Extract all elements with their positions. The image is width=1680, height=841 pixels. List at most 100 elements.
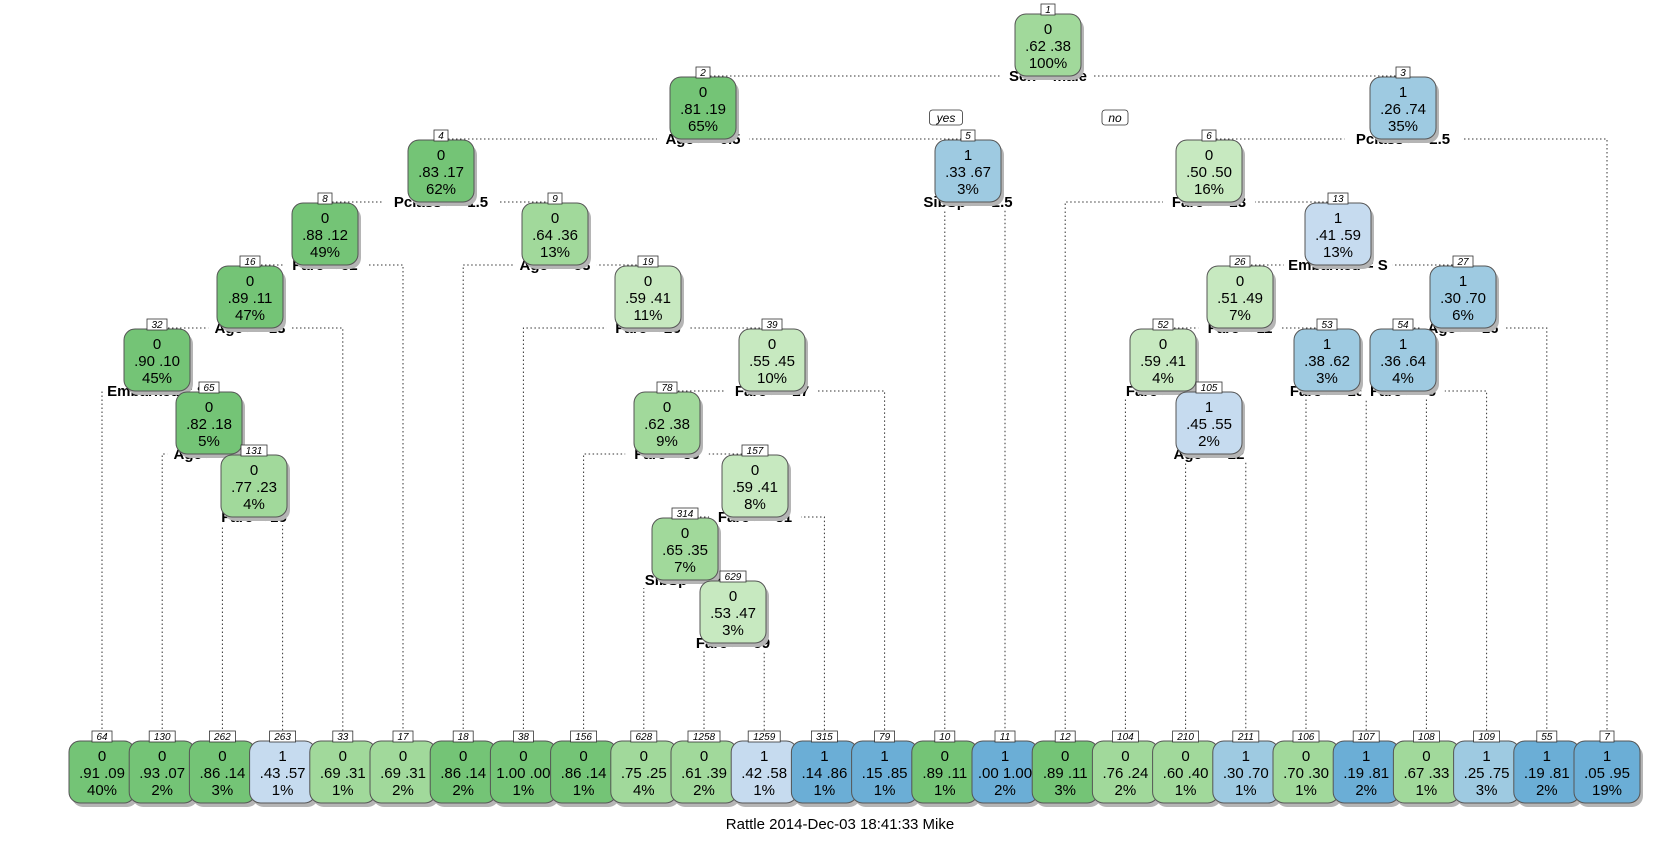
node-class: 0 (681, 525, 689, 542)
node-class: 1 (880, 748, 888, 765)
node-id-tag (637, 255, 659, 268)
node-id: 4 (438, 131, 444, 142)
node-percentage: 4% (1152, 370, 1174, 387)
node-id: 629 (725, 572, 742, 583)
node-id-tag (1327, 192, 1349, 205)
node-percentage: 10% (757, 370, 787, 387)
node-id: 3 (1400, 68, 1406, 79)
node-percentage: 16% (1194, 181, 1224, 198)
node-percentage: 3% (1316, 370, 1338, 387)
node-probabilities: .86 .14 (561, 765, 607, 782)
node-id-tag (1112, 730, 1139, 743)
node-percentage: 1% (874, 782, 896, 799)
leaf-node: 551.19 .812% (1513, 730, 1583, 807)
node-id-tag (547, 192, 563, 205)
node-percentage: 1% (1175, 782, 1197, 799)
node-probabilities: .70 .30 (1283, 765, 1329, 782)
node-probabilities: .19 .81 (1343, 765, 1389, 782)
node-probabilities: .60 .40 (1163, 765, 1209, 782)
node-id: 210 (1176, 732, 1194, 743)
node-id-tag (1392, 318, 1414, 331)
node-class: 1 (964, 147, 972, 164)
node-probabilities: .45 .55 (1186, 416, 1232, 433)
leaf-node: 111.00 1.002% (971, 730, 1041, 807)
node-probabilities: .62 .38 (644, 416, 690, 433)
node-probabilities: .81 .19 (680, 101, 726, 118)
node-id-tag (994, 730, 1016, 743)
node-percentage: 1% (1416, 782, 1438, 799)
node-class: 1 (1323, 336, 1331, 353)
node-id: 628 (635, 732, 652, 743)
node-id: 16 (244, 257, 256, 268)
tree-node: 520.59 .414% (1129, 318, 1199, 395)
node-id-tag (148, 730, 176, 743)
node-id: 107 (1358, 732, 1375, 743)
tree-edge (1185, 453, 1247, 741)
node-class: 1 (1334, 210, 1342, 227)
node-percentage: 1% (332, 782, 354, 799)
node-id: 79 (879, 732, 891, 743)
node-percentage: 2% (994, 782, 1016, 799)
node-class: 1 (820, 748, 828, 765)
tree-edge (1305, 390, 1367, 741)
node-percentage: 5% (198, 433, 220, 450)
node-percentage: 2% (151, 782, 173, 799)
node-id: 1 (1045, 5, 1051, 16)
footer-caption: Rattle 2014-Dec-03 18:41:33 Mike (725, 816, 955, 833)
node-percentage: 47% (235, 307, 265, 324)
node-class: 0 (1061, 748, 1069, 765)
node-probabilities: .42 .58 (741, 765, 787, 782)
node-id-tag (656, 381, 678, 394)
node-percentage: 13% (1323, 244, 1353, 261)
node-probabilities: .30 .70 (1440, 290, 1486, 307)
node-class: 0 (437, 147, 445, 164)
node-percentage: 1% (814, 782, 836, 799)
node-probabilities: .69 .31 (320, 765, 366, 782)
node-percentage: 100% (1029, 55, 1067, 72)
node-percentage: 1% (753, 782, 775, 799)
tree-edge (703, 642, 765, 741)
node-percentage: 1% (573, 782, 595, 799)
node-id: 314 (677, 509, 694, 520)
tree-edge (1064, 201, 1339, 741)
node-id: 64 (96, 732, 108, 743)
tree-edge (643, 579, 734, 741)
node-id: 7 (1604, 732, 1610, 743)
node-id: 8 (322, 194, 328, 205)
node-probabilities: .69 .31 (380, 765, 426, 782)
node-class: 0 (153, 336, 161, 353)
node-id-tag (91, 730, 113, 743)
node-id: 33 (337, 732, 349, 743)
node-percentage: 2% (1355, 782, 1377, 799)
branch-yes-label: yes (936, 111, 956, 125)
node-percentage: 2% (1536, 782, 1558, 799)
node-id-tag (1395, 66, 1411, 79)
node-probabilities: .14 .86 (801, 765, 847, 782)
node-id: 1259 (753, 732, 776, 743)
node-id-tag (208, 730, 236, 743)
node-id-tag (1352, 730, 1380, 743)
leaf-node: 100.89 .111% (911, 730, 981, 807)
node-id-tag (1054, 730, 1076, 743)
node-id-tag (741, 444, 769, 457)
tree-edge (221, 516, 284, 741)
node-class: 1 (1459, 273, 1467, 290)
node-id-tag (1292, 730, 1320, 743)
node-class: 0 (339, 748, 347, 765)
node-probabilities: .82 .18 (186, 416, 232, 433)
node-id-tag (1473, 730, 1500, 743)
node-probabilities: .53 .47 (710, 605, 756, 622)
node-probabilities: .93 .07 (139, 765, 185, 782)
node-id: 104 (1117, 732, 1134, 743)
